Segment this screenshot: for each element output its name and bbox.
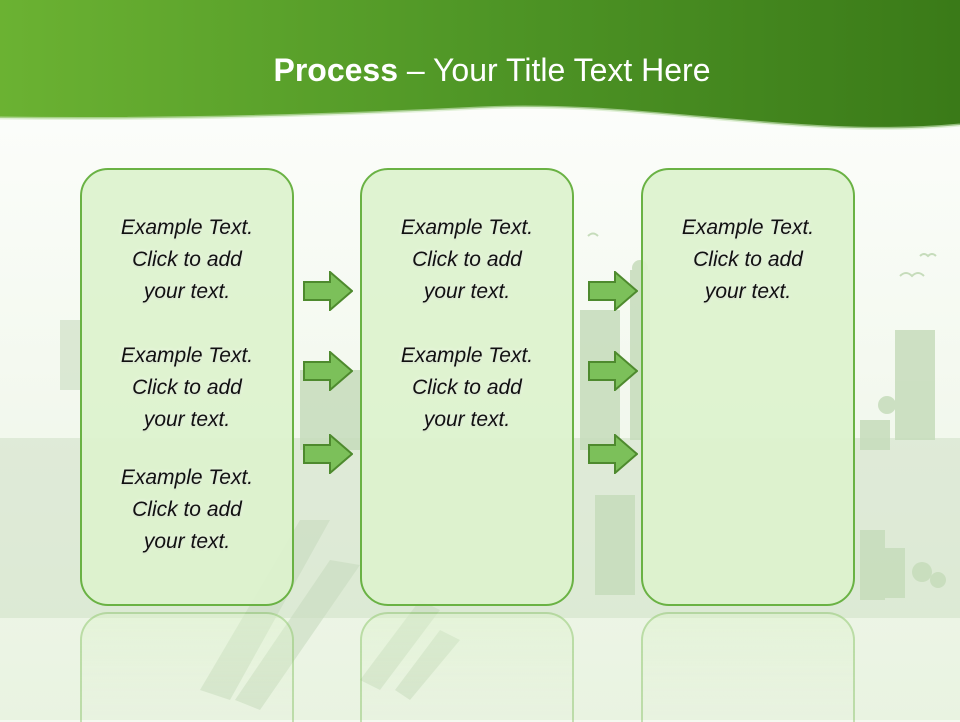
text-line: your text. [143, 530, 231, 553]
right-arrow-icon [588, 351, 638, 391]
right-arrow-icon [588, 271, 638, 311]
text-line: your text. [143, 408, 231, 431]
text-line: Click to add [693, 248, 803, 271]
process-box-1[interactable]: Example Text. Click to add your text. Ex… [80, 168, 294, 606]
box-reflection [641, 612, 855, 722]
text-line: Click to add [132, 376, 242, 399]
text-line: Example Text. [120, 466, 254, 489]
title-rest: – Your Title Text Here [398, 52, 711, 88]
header-band [0, 0, 960, 129]
text-line: Click to add [132, 498, 242, 521]
right-arrow-icon [303, 351, 353, 391]
text-line: Example Text. [400, 344, 534, 367]
text-block[interactable]: Example Text. Click to add your text. [362, 340, 572, 436]
process-box-2[interactable]: Example Text. Click to add your text. Ex… [360, 168, 574, 606]
text-line: your text. [704, 280, 792, 303]
text-block[interactable]: Example Text. Click to add your text. [82, 340, 292, 436]
right-arrow-icon [303, 434, 353, 474]
box-reflection [80, 612, 294, 722]
right-arrow-icon [588, 434, 638, 474]
text-line: Click to add [132, 248, 242, 271]
text-line: your text. [423, 408, 511, 431]
birds-icon [587, 232, 937, 278]
text-line: Click to add [412, 248, 522, 271]
text-line: Example Text. [400, 216, 534, 239]
text-block[interactable]: Example Text. Click to add your text. [82, 462, 292, 558]
title-bold: Process [273, 52, 399, 88]
right-arrow-icon [303, 271, 353, 311]
text-block[interactable]: Example Text. Click to add your text. [82, 212, 292, 308]
text-block[interactable]: Example Text. Click to add your text. [362, 212, 572, 308]
text-line: your text. [143, 280, 231, 303]
page-title: Process – Your Title Text Here [0, 52, 960, 89]
skyline-silhouette [300, 260, 946, 600]
process-box-3[interactable]: Example Text. Click to add your text. [641, 168, 855, 606]
text-line: Click to add [412, 376, 522, 399]
text-block[interactable]: Example Text. Click to add your text. [643, 212, 853, 308]
text-line: Example Text. [120, 344, 254, 367]
text-line: Example Text. [120, 216, 254, 239]
text-line: your text. [423, 280, 511, 303]
text-line: Example Text. [681, 216, 815, 239]
box-reflection [360, 612, 574, 722]
